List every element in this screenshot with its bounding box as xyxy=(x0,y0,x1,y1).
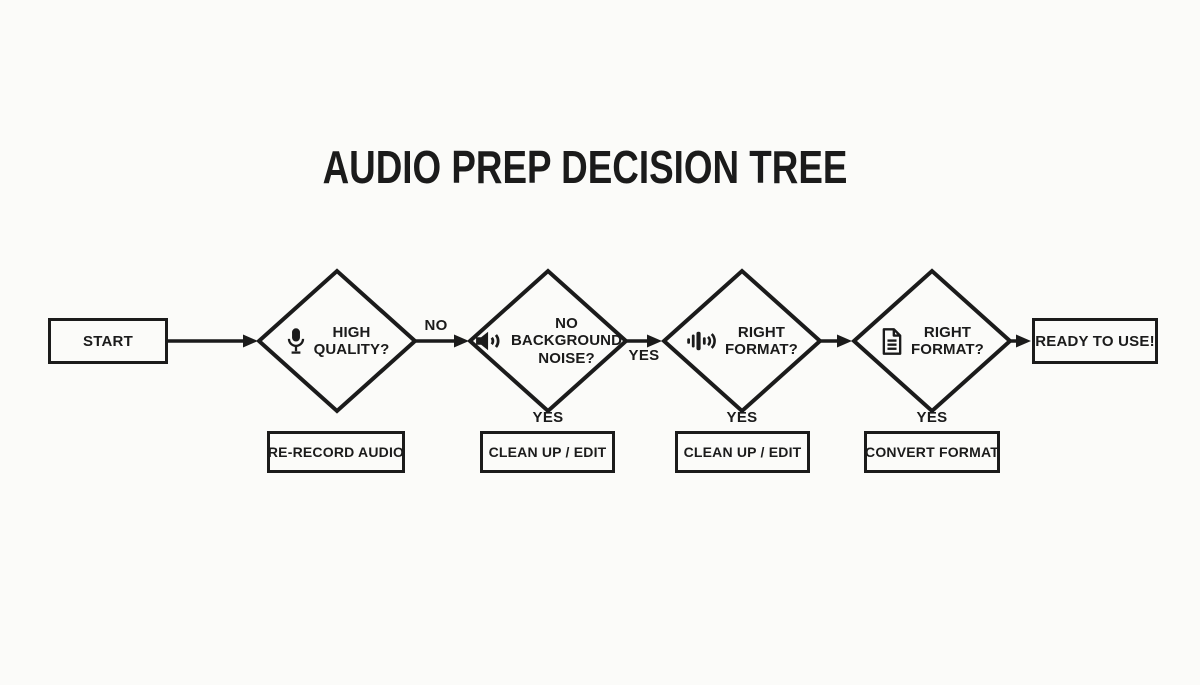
action-convert-format: CONVERT FORMAT xyxy=(864,431,1000,473)
action-clean-up-edit: CLEAN UP / EDIT xyxy=(675,431,810,473)
microphone-icon xyxy=(285,327,307,356)
decision-question: NO BACKGROUND NOISE? xyxy=(511,315,622,367)
decision-high-quality: HIGH QUALITY? xyxy=(262,303,412,379)
connector-arrow xyxy=(168,334,258,348)
start-node: START xyxy=(48,318,168,364)
edge-label-no: NO xyxy=(424,317,448,334)
sound-wave-icon xyxy=(686,329,718,353)
decision-question: RIGHT FORMAT? xyxy=(911,323,984,358)
connector-arrow xyxy=(1010,334,1031,348)
connector-arrow xyxy=(415,334,469,348)
page-title: AUDIO PREP DECISION TREE xyxy=(322,141,848,193)
action-clean-up-edit: CLEAN UP / EDIT xyxy=(480,431,615,473)
branch-label-yes: YES xyxy=(916,409,948,426)
decision-right-format-audio: RIGHT FORMAT? xyxy=(667,303,817,379)
action-re-record-audio: RE-RECORD AUDIO xyxy=(267,431,405,473)
document-icon xyxy=(880,327,904,356)
edge-label-yes: YES xyxy=(628,347,660,364)
branch-label-yes: YES xyxy=(532,409,564,426)
end-node: READY TO USE! xyxy=(1032,318,1158,364)
branch-label-yes: YES xyxy=(726,409,758,426)
decision-question: HIGH QUALITY? xyxy=(313,323,390,358)
decision-right-format-file: RIGHT FORMAT? xyxy=(857,303,1007,379)
speaker-icon xyxy=(474,329,504,353)
decision-background-noise: NO BACKGROUND NOISE? xyxy=(473,303,623,379)
connector-arrow xyxy=(626,334,662,348)
connector-arrow xyxy=(820,334,852,348)
decision-question: RIGHT FORMAT? xyxy=(725,323,798,358)
